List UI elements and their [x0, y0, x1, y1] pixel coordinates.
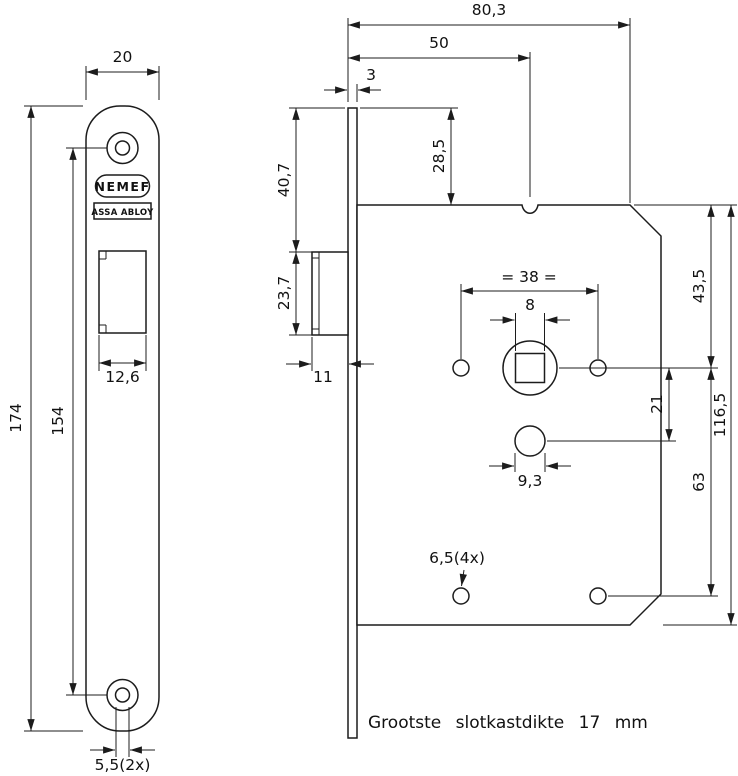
- label-case-height: 116,5: [711, 393, 729, 437]
- dim-50: [348, 52, 531, 197]
- note-max-case-thickness: Grootste slotkastdikte 17 mm: [368, 713, 648, 733]
- front-view-dimensions: [24, 66, 160, 757]
- latch-side: [311, 251, 349, 336]
- label-screw-spacing: 154: [49, 406, 67, 436]
- assa-abloy-box: [93, 202, 152, 220]
- spindle-follower-hole: [502, 340, 558, 396]
- fixing-hole-bottom-left: [452, 587, 470, 605]
- front-view: NEMEF ASSA ABLOY: [85, 105, 160, 732]
- dim-154: [66, 147, 107, 696]
- spindle-square: [514, 352, 546, 384]
- dim-8: [490, 313, 570, 351]
- dim-11: [286, 337, 374, 371]
- label-cylinder-hole-dia: 9,3: [518, 472, 543, 490]
- dim-3: [324, 84, 381, 102]
- label-fixing-holes: 6,5(4x): [429, 549, 485, 567]
- bottom-screw-hole-inner: [114, 687, 131, 703]
- dim-38: [460, 284, 599, 359]
- side-view: [311, 107, 662, 739]
- leader-arrow: [459, 569, 467, 587]
- dim-174: [24, 105, 83, 732]
- label-plate-thickness: 3: [366, 66, 376, 84]
- latch-opening: [98, 250, 147, 334]
- lock-case-outline: [356, 204, 662, 626]
- label-plate-height: 174: [7, 403, 25, 433]
- fixing-hole-mid-left: [452, 359, 470, 377]
- nemef-logo-border: [94, 174, 151, 198]
- label-top-to-spindle: 43,5: [690, 269, 708, 304]
- ext-lines: [115, 707, 130, 757]
- label-backset: 50: [429, 34, 449, 52]
- label-latch-height: 23,7: [275, 276, 293, 311]
- ext-lines: [460, 284, 599, 359]
- label-spindle-size: 8: [525, 296, 535, 314]
- latch-opening-detail: [99, 251, 107, 333]
- dim-5-5: [90, 707, 155, 757]
- side-view-dimensions: [286, 18, 737, 626]
- label-follower-spacing: = 38 =: [501, 268, 557, 286]
- dim-9-3: [489, 453, 571, 472]
- ext-lines: [515, 313, 545, 351]
- nemef-logo-text: NEMEF: [94, 179, 150, 194]
- faceplate-outline: [85, 105, 160, 732]
- ext-lines: [547, 204, 737, 626]
- ext-lines: [85, 66, 160, 100]
- label-top-to-latch: 40,7: [275, 163, 293, 198]
- ext-lines: [347, 18, 631, 203]
- fixing-hole-bottom-right: [589, 587, 607, 605]
- ext-lines: [514, 453, 546, 472]
- label-latch-width: 12,6: [105, 368, 140, 386]
- dim-28-5: [360, 107, 458, 205]
- dim-20: [85, 66, 160, 100]
- label-top-to-case: 28,5: [430, 139, 448, 174]
- label-latch-protrusion: 11: [313, 368, 333, 386]
- dims-right-side: [547, 204, 737, 626]
- label-plate-width: 20: [113, 48, 133, 66]
- cylinder-hole: [514, 425, 546, 457]
- dim-6-5: [459, 569, 467, 587]
- faceplate-side: [347, 107, 358, 739]
- latch-side-detail: [312, 252, 320, 335]
- label-spindle-to-bottom-holes: 63: [690, 472, 708, 492]
- label-total-depth: 80,3: [472, 1, 507, 19]
- dim-12-6: [98, 335, 147, 371]
- label-spindle-to-cylinder: 21: [648, 394, 666, 414]
- top-screw-hole-inner: [114, 140, 131, 156]
- label-screw-hole-dia: 5,5(2x): [95, 756, 151, 774]
- dim-80-3: [347, 18, 631, 203]
- dim-40-7-and-23-7: [289, 107, 345, 336]
- assa-abloy-text: ASSA ABLOY: [91, 208, 154, 218]
